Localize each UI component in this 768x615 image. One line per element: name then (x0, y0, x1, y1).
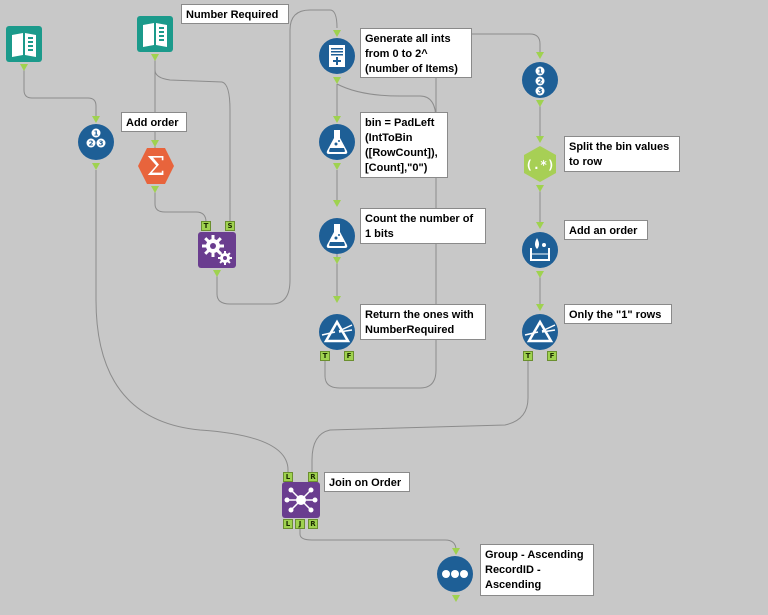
input-anchor[interactable] (536, 304, 544, 311)
input-book-icon (6, 26, 42, 62)
wire-generate-recordid2 (336, 33, 541, 121)
annotation-return-ones: Return the ones with NumberRequired (360, 304, 486, 340)
wire-join-sort (299, 528, 457, 551)
input-tool-1[interactable] (6, 26, 42, 62)
record-id-tool-2[interactable]: 1 2 3 (522, 62, 558, 98)
output-anchor[interactable] (20, 64, 28, 71)
input-anchor[interactable] (536, 136, 544, 143)
svg-text:3: 3 (538, 88, 543, 96)
annotation-generate-ints: Generate all ints from 0 to 2^ (number o… (360, 28, 472, 78)
anchor-label-l[interactable]: L (283, 472, 293, 482)
record-id-icon: 1 2 3 (522, 62, 558, 98)
svg-text:(.*): (.*) (526, 158, 555, 172)
generate-rows-tool[interactable] (319, 38, 355, 74)
wire-summarize-macro (154, 190, 207, 223)
anchor-label-s[interactable]: S (225, 221, 235, 231)
anchor-label-r-out[interactable]: R (308, 519, 318, 529)
input-anchor[interactable] (333, 200, 341, 207)
formula-flask-icon (319, 218, 355, 254)
output-anchor[interactable] (151, 186, 159, 193)
batch-macro-gear-icon (198, 232, 236, 268)
input-book-icon (137, 16, 173, 52)
input-anchor[interactable] (333, 296, 341, 303)
annotation-bin-padleft: bin = PadLeft (IntToBin ([RowCount]), [C… (360, 112, 448, 178)
record-id-tool-1[interactable]: 1 2 3 (78, 124, 114, 160)
annotation-count-bits: Count the number of 1 bits (360, 208, 486, 244)
record-id-icon: 1 2 3 (78, 124, 114, 160)
anchor-label-l-out[interactable]: L (283, 519, 293, 529)
output-anchor[interactable] (151, 54, 159, 61)
annotation-only-one-rows: Only the "1" rows (564, 304, 672, 324)
filter-tool-1[interactable] (319, 314, 355, 350)
output-anchor[interactable] (333, 257, 341, 264)
anchor-label-f[interactable]: F (344, 351, 354, 361)
batch-macro-tool[interactable] (198, 232, 236, 268)
output-anchor[interactable] (213, 270, 221, 277)
wire-input1-recordid1 (23, 70, 97, 122)
svg-text:Σ: Σ (147, 152, 165, 182)
input-anchor[interactable] (151, 140, 159, 147)
wire-recordid1-join (95, 170, 289, 478)
filter-tool-2[interactable] (522, 314, 558, 350)
formula-flask-icon (319, 124, 355, 160)
summarize-sigma-icon: Σ (138, 148, 174, 184)
output-anchor[interactable] (536, 100, 544, 107)
annotation-add-an-order: Add an order (564, 220, 648, 240)
anchor-label-j[interactable]: J (295, 519, 305, 529)
anchor-label-t[interactable]: T (320, 351, 330, 361)
output-anchor[interactable] (92, 163, 100, 170)
input-anchor[interactable] (536, 222, 544, 229)
wire-filter2-join (311, 360, 529, 478)
wire-input2-macro (154, 60, 231, 222)
generate-rows-icon (319, 38, 355, 74)
regex-icon: (.*) (524, 146, 556, 182)
output-anchor[interactable] (333, 77, 341, 84)
svg-text:2: 2 (89, 140, 94, 148)
multi-row-formula-tool[interactable] (522, 232, 558, 268)
svg-text:1: 1 (94, 130, 99, 138)
input-anchor[interactable] (452, 548, 460, 555)
output-anchor[interactable] (452, 595, 460, 602)
svg-text:2: 2 (538, 78, 543, 86)
annotation-sort: Group - Ascending RecordID - Ascending (480, 544, 594, 596)
input-anchor[interactable] (333, 116, 341, 123)
annotation-join-on-order: Join on Order (324, 472, 410, 492)
input-tool-2[interactable] (137, 16, 173, 52)
join-icon (282, 482, 320, 518)
formula-tool-2[interactable] (319, 218, 355, 254)
sort-dots-icon (437, 556, 473, 592)
anchor-label-t[interactable]: T (201, 221, 211, 231)
wire-filter1-t (324, 120, 437, 389)
svg-text:1: 1 (538, 68, 543, 76)
join-tool[interactable] (282, 482, 320, 518)
anchor-label-r[interactable]: R (308, 472, 318, 482)
filter-prism-icon (522, 314, 558, 350)
output-anchor[interactable] (536, 271, 544, 278)
anchor-label-f[interactable]: F (547, 351, 557, 361)
svg-text:3: 3 (99, 140, 104, 148)
formula-tool-1[interactable] (319, 124, 355, 160)
wire-macro-generate (216, 9, 338, 305)
input-anchor[interactable] (333, 30, 341, 37)
summarize-tool[interactable]: Σ (138, 148, 174, 184)
multi-row-formula-icon (522, 232, 558, 268)
filter-prism-icon (319, 314, 355, 350)
regex-tool[interactable]: (.*) (522, 146, 558, 182)
annotation-number-required: Number Required (181, 4, 289, 24)
input-anchor[interactable] (536, 52, 544, 59)
anchor-label-t[interactable]: T (523, 351, 533, 361)
input-anchor[interactable] (92, 116, 100, 123)
output-anchor[interactable] (536, 185, 544, 192)
output-anchor[interactable] (333, 163, 341, 170)
sort-tool[interactable] (437, 556, 473, 592)
annotation-split-bin: Split the bin values to row (564, 136, 680, 172)
annotation-add-order: Add order (121, 112, 187, 132)
